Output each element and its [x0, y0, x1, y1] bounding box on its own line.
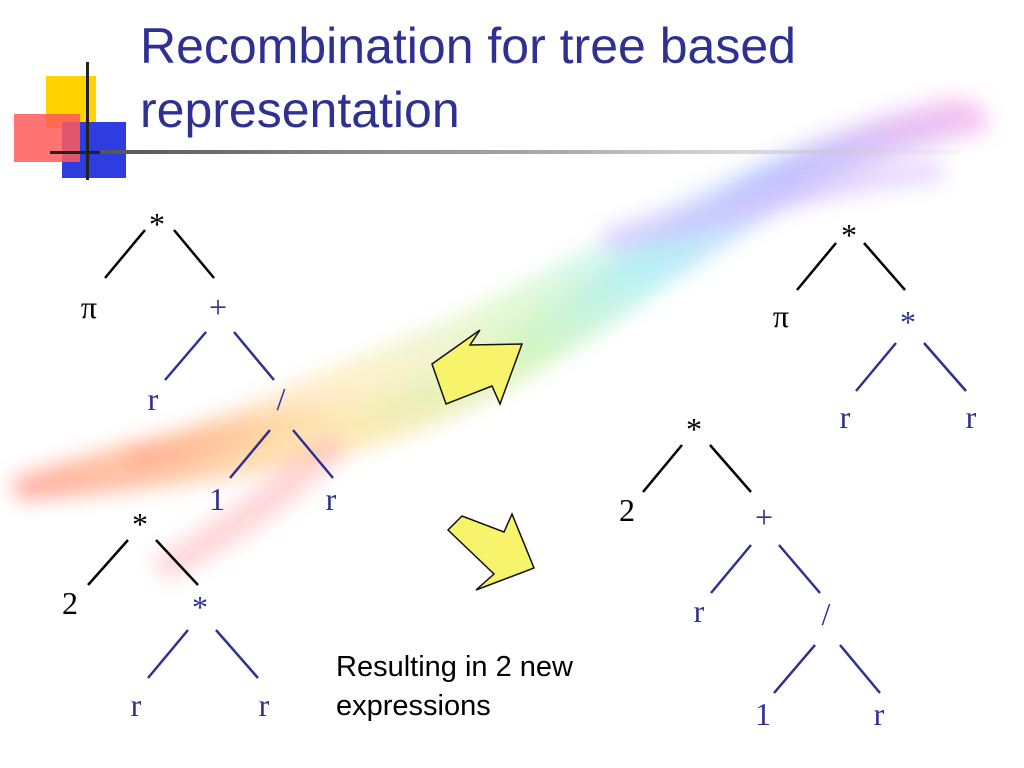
- tree-node: r: [259, 687, 270, 723]
- tree-node: 1: [209, 481, 225, 517]
- tree-node: π: [773, 298, 789, 334]
- tree-node: +: [755, 499, 773, 535]
- slide-title-line: Recombination for tree based: [140, 18, 796, 74]
- child-tree-2: * 2 + r / 1 r: [619, 411, 885, 732]
- tree-node: 2: [619, 492, 635, 528]
- tree-node: *: [132, 506, 148, 542]
- tree-node: *: [900, 304, 916, 340]
- tree-node: *: [192, 589, 208, 625]
- slide-title-line: representation: [140, 82, 460, 138]
- caption-line: Resulting in 2 new: [336, 651, 573, 683]
- tree-node: 2: [62, 585, 78, 621]
- caption-line: expressions: [336, 690, 491, 722]
- title-underline: [100, 150, 960, 154]
- tree-node: +: [209, 289, 227, 325]
- tree-node: π: [81, 289, 97, 325]
- child-tree-1: * π * r r: [773, 217, 977, 435]
- tree-node: 1: [755, 696, 771, 732]
- tree-node: *: [841, 217, 857, 253]
- tree-node: *: [686, 411, 702, 447]
- rainbow-decoration: [10, 95, 990, 580]
- tree-node: *: [149, 206, 165, 242]
- block-arrow-icon: [446, 512, 535, 591]
- tree-node: r: [966, 399, 977, 435]
- tree-node: r: [131, 687, 142, 723]
- slide-title: Recombination for tree based representat…: [140, 14, 1000, 142]
- parent-tree-1: * π + r / 1 r: [81, 206, 337, 517]
- parent-tree-2: * 2 * r r: [62, 506, 270, 723]
- colored-squares-logo: [14, 62, 126, 180]
- tree-node: /: [277, 381, 286, 417]
- result-caption: Resulting in 2 new expressions: [336, 648, 636, 726]
- tree-node: r: [148, 381, 159, 417]
- block-arrow-icon: [431, 329, 524, 406]
- tree-node: /: [822, 596, 831, 632]
- tree-node: r: [326, 481, 337, 517]
- tree-node: r: [694, 593, 705, 629]
- tree-node: r: [874, 696, 885, 732]
- tree-node: r: [840, 399, 851, 435]
